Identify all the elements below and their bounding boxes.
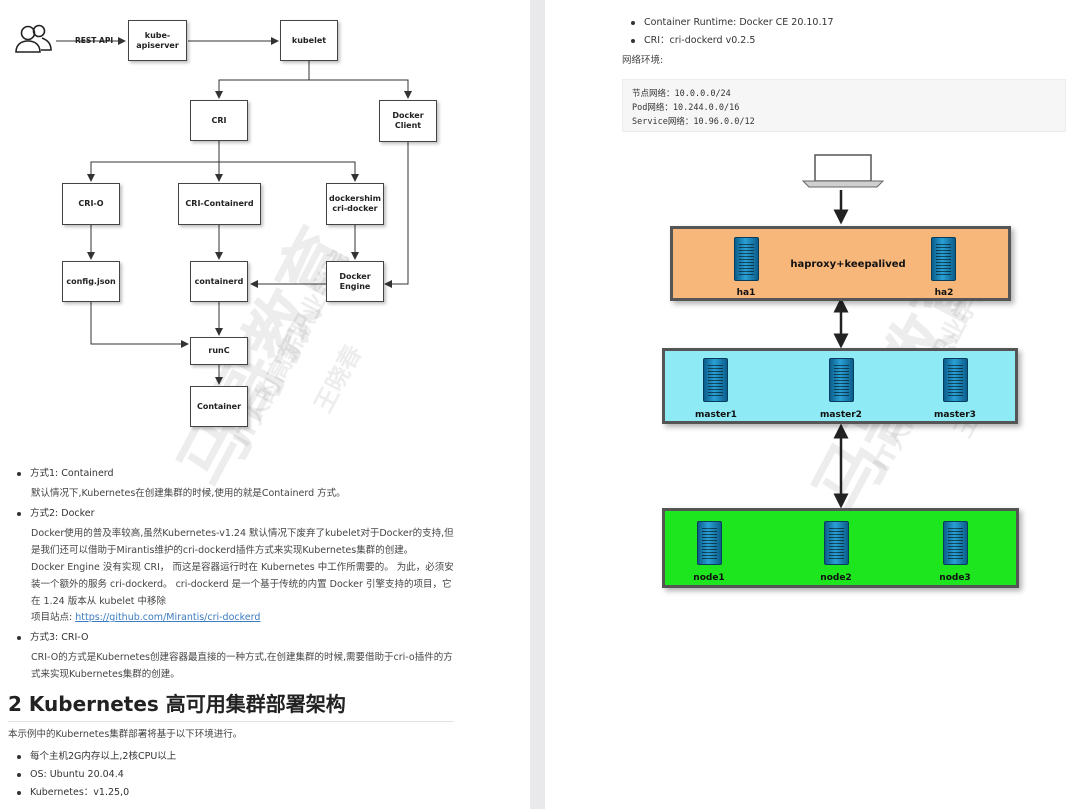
node2-server-icon (824, 521, 849, 565)
runtime-env-list: Container Runtime: Docker CE 20.10.17 CR… (622, 14, 834, 50)
method-2-title: 方式2: Docker (8, 505, 95, 523)
environment-list: 每个主机2G内存以上,2核CPU以上 OS: Ubuntu 20.04.4 Ku… (8, 748, 176, 802)
pod-network-line: Pod网络：10.244.0.0/16 (632, 103, 740, 113)
ha1-label: ha1 (736, 288, 756, 298)
left-document-page: 马哥教育 IT人的高薪职业学院 王晓春 (0, 0, 530, 809)
node1-label: node1 (693, 573, 725, 583)
network-config-block: 节点网络：10.0.0.0/24 Pod网络：10.244.0.0/16 Ser… (622, 79, 1066, 132)
method-1-list: 方式1: Containerd (8, 465, 114, 483)
method-3-list: 方式3: CRI-O (8, 629, 88, 647)
method-2-cri-dockerd-note: Docker Engine 没有实现 CRI， 而这是容器运行时在 Kubern… (31, 562, 454, 607)
env-item-hardware: 每个主机2G内存以上,2核CPU以上 (8, 748, 176, 766)
docker-client-box: Docker Client (379, 100, 437, 142)
ha1-server-icon (734, 237, 759, 281)
haproxy-keepalived-label: haproxy+keepalived (790, 259, 906, 270)
ha2-server-icon (931, 237, 956, 281)
user-icon (15, 24, 52, 53)
env-item-cri: CRI：cri-dockerd v0.2.5 (622, 32, 834, 50)
section-2-intro: 本示例中的Kubernetes集群部署将基于以下环境进行。 (8, 729, 243, 740)
rest-api-label: REST API (75, 36, 114, 45)
ha2-label: ha2 (934, 288, 954, 298)
node2-label: node2 (820, 573, 852, 583)
containerd-box: containerd (190, 261, 248, 302)
method-1-title: 方式1: Containerd (8, 465, 114, 483)
cluster-diagram-connectors (801, 154, 885, 509)
cri-o-box: CRI-O (62, 183, 120, 225)
dockershim-box: dockershim cri-docker (326, 183, 384, 225)
cri-dockerd-link[interactable]: https://github.com/Mirantis/cri-dockerd (75, 612, 261, 623)
method-2-list: 方式2: Docker (8, 505, 95, 523)
runtime-diagram-connectors (15, 24, 412, 385)
method-2-description: Docker使用的普及率较高,虽然Kubernetes-v1.24 默认情况下废… (31, 528, 454, 556)
node-network-line: 节点网络：10.0.0.0/24 (632, 89, 731, 99)
master2-server-icon (829, 358, 854, 402)
node3-server-icon (943, 521, 968, 565)
cri-containerd-box: CRI-Containerd (178, 183, 261, 225)
ha-row: ha1 haproxy+keepalived ha2 (670, 226, 1011, 301)
service-network-line: Service网络：10.96.0.0/12 (632, 117, 755, 127)
right-document-page: Container Runtime: Docker CE 20.10.17 CR… (545, 0, 1073, 809)
cri-box: CRI (190, 100, 248, 141)
section-2-heading: 2 Kubernetes 高可用集群部署架构 (8, 688, 454, 722)
master3-label: master3 (934, 410, 976, 420)
kube-apiserver-box: kube- apiserver (128, 20, 187, 61)
docker-engine-box: Docker Engine (326, 261, 384, 302)
master1-label: master1 (695, 410, 737, 420)
master1-server-icon (703, 358, 728, 402)
node1-server-icon (697, 521, 722, 565)
env-item-os: OS: Ubuntu 20.04.4 (8, 766, 176, 784)
node3-label: node3 (939, 573, 971, 583)
method-2-project-site: 项目站点: https://github.com/Mirantis/cri-do… (31, 609, 456, 626)
kubelet-box: kubelet (280, 20, 338, 61)
network-env-label: 网络环境: (622, 55, 664, 66)
master2-label: master2 (820, 410, 862, 420)
worker-row: node1 node2 node3 (662, 508, 1019, 588)
container-box: Container (190, 386, 248, 427)
method-1-description: 默认情况下,Kubernetes在创建集群的时候,使用的就是Containerd… (31, 488, 346, 499)
method-3-description: CRI-O的方式是Kubernetes创建容器最直接的一种方式,在创建集群的时候… (31, 652, 453, 680)
runc-box: runC (190, 337, 248, 365)
env-item-kubernetes: Kubernetes：v1.25,0 (8, 784, 176, 802)
laptop-icon (801, 154, 885, 188)
config-json-box: config.json (62, 261, 120, 302)
master-row: master1 master2 master3 (662, 348, 1018, 424)
method-3-title: 方式3: CRI-O (8, 629, 88, 647)
master3-server-icon (943, 358, 968, 402)
env-item-container-runtime: Container Runtime: Docker CE 20.10.17 (622, 14, 834, 32)
project-site-label: 项目站点: (31, 612, 76, 623)
